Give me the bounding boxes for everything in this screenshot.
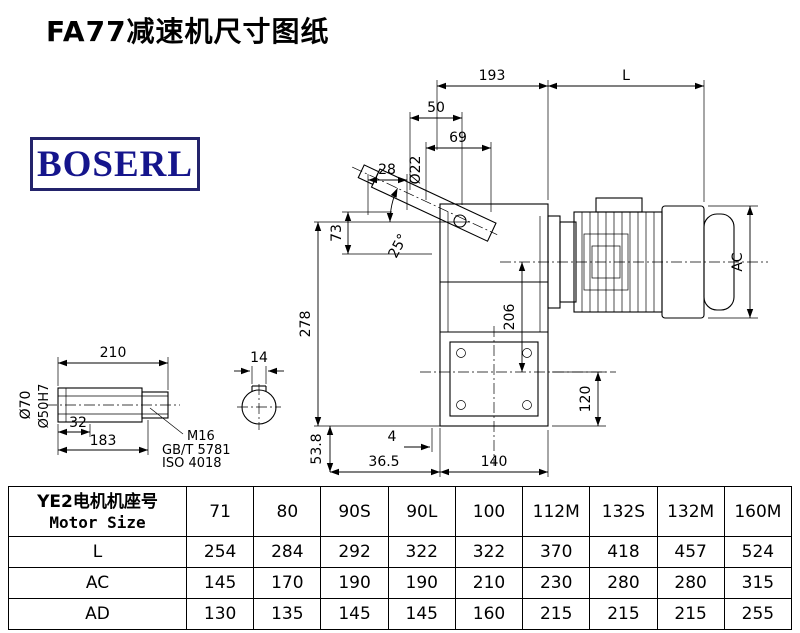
- table-header-motor-size: YE2电机机座号 Motor Size: [8, 486, 187, 537]
- dim-32: 32: [69, 415, 87, 431]
- table-cell: 457: [656, 536, 725, 568]
- table-cell: 160: [454, 598, 524, 630]
- table-cell: 190: [387, 567, 456, 599]
- upper-dimensions: 50 69 28 Ø22 73 25°: [329, 100, 492, 261]
- dim-53-8: 53.8: [309, 433, 325, 464]
- dim-diameter-22: Ø22: [408, 156, 424, 185]
- size-col-132s: 132S: [589, 486, 658, 537]
- dim-angle-25: 25°: [386, 231, 412, 260]
- table-row-AC: AC 145 170 190 190 210 230 280 280 315: [8, 567, 793, 599]
- size-col-80: 80: [253, 486, 322, 537]
- table-header-row: YE2电机机座号 Motor Size 71 80 90S 90L 100 11…: [8, 486, 793, 537]
- motor-size-label-en: Motor Size: [49, 512, 146, 532]
- dim-69: 69: [449, 130, 467, 146]
- table-cell: 292: [320, 536, 389, 568]
- motor-size-label-cn: YE2电机机座号: [37, 491, 158, 512]
- table-cell: 322: [454, 536, 524, 568]
- table-cell: 170: [253, 567, 322, 599]
- boserl-logo-text: BOSERL: [36, 143, 194, 185]
- dim-diameter-50h7: Ø50H7: [37, 384, 52, 429]
- size-col-90s: 90S: [320, 486, 389, 537]
- table-cell: 418: [589, 536, 658, 568]
- table-cell: 135: [253, 598, 322, 630]
- dim-36-5: 36.5: [368, 454, 399, 470]
- dim-diameter-70: Ø70: [18, 391, 34, 420]
- table-cell: 215: [656, 598, 725, 630]
- input-shaft: [314, 164, 498, 242]
- dim-140: 140: [481, 454, 508, 470]
- table-cell: 215: [589, 598, 658, 630]
- row-label-L: L: [8, 536, 187, 568]
- dim-28: 28: [378, 162, 396, 178]
- table-cell: 145: [387, 598, 456, 630]
- table-cell: 284: [253, 536, 322, 568]
- table-cell: 255: [723, 598, 793, 630]
- size-col-112m: 112M: [522, 486, 591, 537]
- size-col-71: 71: [185, 486, 255, 537]
- dim-l: L: [622, 68, 630, 84]
- page-title: FA77减速机尺寸图纸: [46, 15, 330, 48]
- size-col-90l: 90L: [387, 486, 456, 537]
- table-cell: 524: [723, 536, 793, 568]
- motor: [500, 197, 768, 319]
- label-iso-standard: ISO 4018: [162, 456, 222, 471]
- table-cell: 130: [185, 598, 255, 630]
- table-cell: 145: [185, 567, 255, 599]
- vertical-dimensions: 278 206 120 53.8 AC: [298, 205, 758, 472]
- label-gb-standard: GB/T 5781: [162, 443, 231, 458]
- table-cell: 280: [589, 567, 658, 599]
- table-cell: 190: [320, 567, 389, 599]
- bottom-dimensions: 4 36.5 140: [330, 428, 549, 477]
- dim-120: 120: [578, 386, 594, 413]
- dim-14: 14: [250, 350, 268, 366]
- technical-drawing: 193 L 50 69 28 Ø22 73 25° 278 206 120: [18, 68, 768, 477]
- dim-50: 50: [427, 100, 445, 116]
- size-col-132m: 132M: [656, 486, 725, 537]
- dim-183: 183: [90, 433, 117, 449]
- row-label-AD: AD: [8, 598, 187, 630]
- shaft-detail: 210 32 183 Ø70 Ø50H7 M16 GB/T 5781 ISO 4…: [18, 345, 231, 471]
- gearbox-housing: [420, 203, 616, 466]
- boserl-logo: BOSERL: [30, 137, 200, 191]
- size-col-160m: 160M: [723, 486, 793, 537]
- table-cell: 210: [454, 567, 524, 599]
- row-label-AC: AC: [8, 567, 187, 599]
- table-row-AD: AD 130 135 145 145 160 215 215 215 255: [8, 598, 793, 630]
- table-cell: 215: [522, 598, 591, 630]
- dim-ac: AC: [730, 252, 746, 271]
- table-cell: 315: [723, 567, 793, 599]
- label-m16: M16: [187, 429, 215, 444]
- dim-73: 73: [329, 224, 345, 242]
- table-cell: 254: [185, 536, 255, 568]
- dim-4: 4: [388, 429, 397, 445]
- table-cell: 370: [522, 536, 591, 568]
- table-cell: 322: [387, 536, 456, 568]
- top-dimensions: 193 L: [436, 68, 705, 202]
- table-cell: 145: [320, 598, 389, 630]
- dim-278: 278: [298, 311, 314, 338]
- table-cell: 280: [656, 567, 725, 599]
- table-cell: 230: [522, 567, 591, 599]
- dim-206: 206: [502, 304, 518, 331]
- dim-193: 193: [479, 68, 506, 84]
- table-row-L: L 254 284 292 322 322 370 418 457 524: [8, 536, 793, 568]
- shaft-cross-section: 14: [234, 350, 284, 430]
- dim-210: 210: [100, 345, 127, 361]
- motor-size-table: YE2电机机座号 Motor Size 71 80 90S 90L 100 11…: [8, 486, 793, 630]
- size-col-100: 100: [454, 486, 524, 537]
